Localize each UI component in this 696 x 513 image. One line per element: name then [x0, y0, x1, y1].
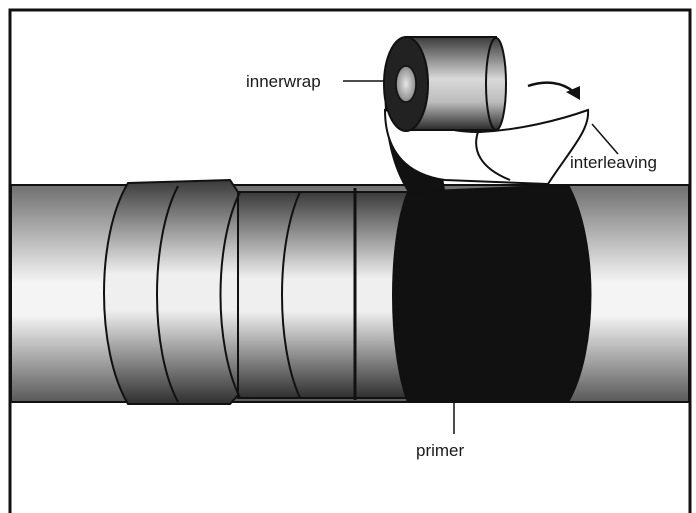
wrapped-section: [103, 178, 421, 405]
wrap-seam-3: [281, 191, 301, 399]
rotation-arrow: [527, 81, 580, 100]
roll-right-end: [485, 37, 507, 131]
rotation-arrow-curve: [527, 81, 575, 93]
wrap-seam-2: [219, 191, 241, 399]
innerwrap-band: [392, 183, 592, 403]
rotation-arrow-head: [566, 86, 580, 100]
interleaving-label: interleaving: [570, 153, 657, 172]
innerwrap-label: innerwrap: [246, 72, 321, 91]
interleaving-fold-line: [475, 131, 511, 181]
primer-label: primer: [416, 441, 465, 460]
wrapped-band-1: [103, 178, 239, 405]
innerwrap-roll: [383, 36, 590, 195]
roll-core: [395, 65, 417, 103]
innerwrap-on-pipe: [392, 183, 592, 403]
interleaving-leader-line: [591, 123, 619, 155]
wrap-seam-1: [156, 185, 179, 403]
